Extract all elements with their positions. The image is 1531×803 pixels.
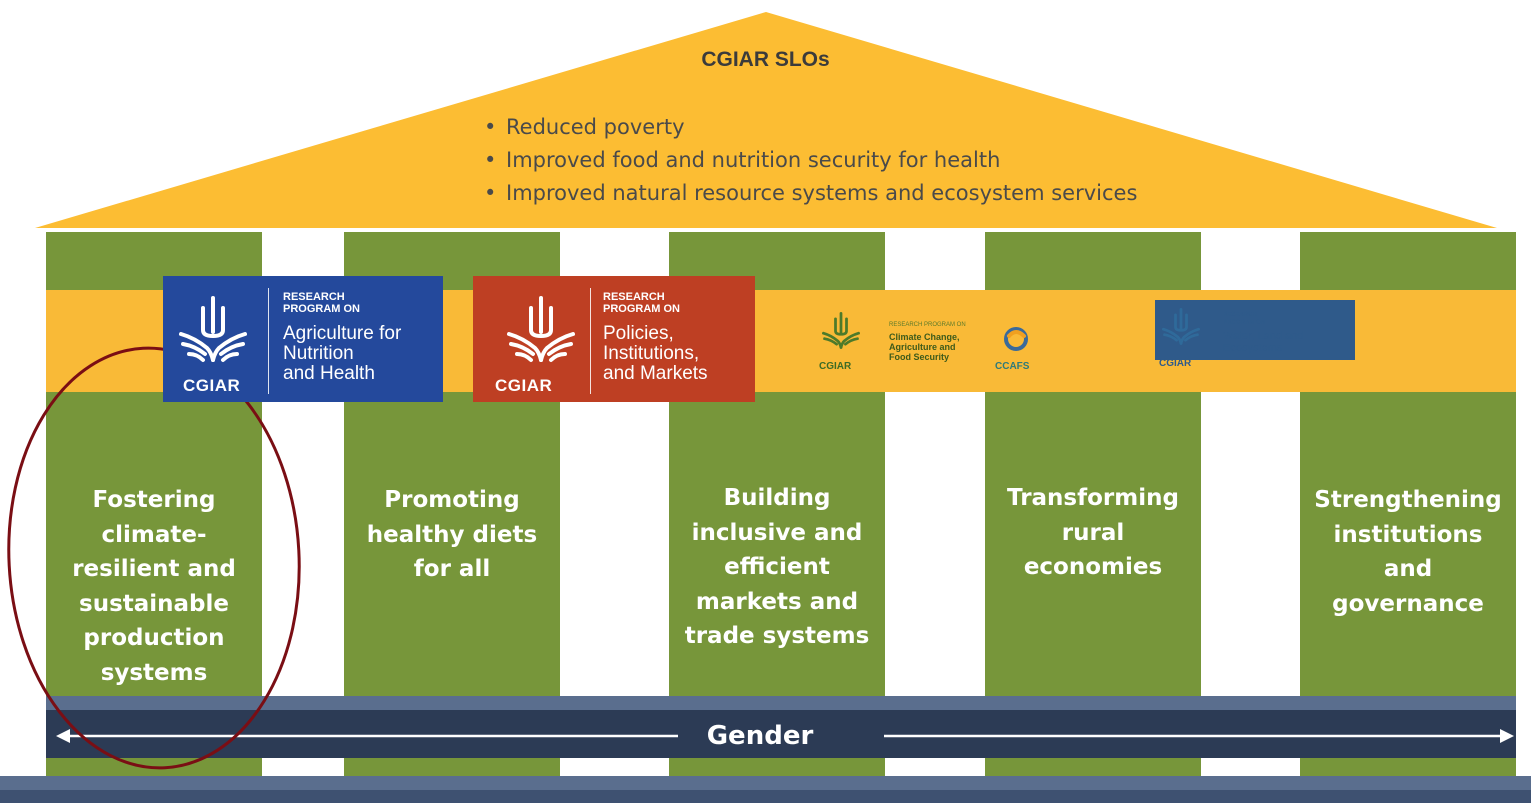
program-name-line: Agriculture for [283, 323, 402, 344]
research-text: RESEARCH [1223, 312, 1257, 318]
ccafs-acronym: CCAFS [995, 361, 1030, 372]
pillar-label-line: production [83, 625, 225, 651]
wheat-emblem-icon [507, 296, 575, 362]
pillar-label-line: resilient and [72, 556, 236, 582]
gender-bar [46, 710, 1516, 758]
slo-item: Reduced poverty [480, 111, 1137, 144]
program-name-line: Institutions, [603, 343, 700, 364]
wheat-emblem-icon [1162, 308, 1200, 345]
pillar-label-line: and [1383, 556, 1433, 582]
roof-title: CGIAR SLOs [701, 48, 830, 71]
pillar-label-1: Fostering climate- resilient and sustain… [40, 483, 268, 690]
program-name-line: Nutrition [283, 343, 354, 364]
ccafs-logo: CGIAR RESEARCH PROGRAM ON Climate Change… [815, 306, 1045, 378]
logo-divider [268, 288, 269, 394]
gender-arrowhead-right [1500, 729, 1514, 743]
gender-arrowhead-left [56, 729, 70, 743]
wle-logo: CGIAR RESEARCH PROGRAM ON Water, Land an… [1155, 300, 1355, 372]
a4nh-logo: CGIAR RESEARCH PROGRAM ON Agriculture fo… [163, 276, 443, 402]
highlight-ellipse [7, 346, 301, 770]
pillar-label-line: markets and [695, 588, 859, 615]
pillar-label-line: for all [413, 556, 491, 582]
program-name-line: Agriculture and [889, 342, 956, 352]
logo-divider [590, 288, 591, 394]
pillar-label-line: institutions [1333, 521, 1483, 548]
pillar-label-line: efficient [724, 554, 830, 580]
program-name-line: Water, Land and [1223, 330, 1304, 342]
pillar-label-line: Promoting [384, 487, 520, 513]
program-name-line: and Health [283, 363, 375, 384]
pim-logo: CGIAR RESEARCH PROGRAM ON Policies, Inst… [473, 276, 755, 402]
program-on-text: PROGRAM ON [603, 303, 680, 315]
cgiar-wordmark: CGIAR [819, 361, 852, 372]
pillar-label-line: Building [723, 485, 831, 511]
research-text: RESEARCH [603, 291, 665, 303]
program-on-text: RESEARCH PROGRAM ON [889, 322, 966, 328]
pillar-label-line: systems [100, 659, 208, 686]
cgiar-wordmark: CGIAR [1159, 358, 1192, 369]
program-name-line: Ecosystems [1223, 342, 1283, 354]
pillar-label-line: governance [1332, 590, 1484, 617]
pillar-label-line: trade systems [684, 623, 870, 649]
program-on-text: PROGRAM ON [283, 303, 360, 315]
plinth-bottom-shade [0, 790, 1531, 803]
wheat-emblem-icon [179, 296, 247, 362]
pillar-label-line: Fostering [92, 487, 216, 513]
pillar-label-2: Promoting healthy diets for all [338, 483, 566, 587]
pillar-label-5: Strengthening institutions and governanc… [1294, 483, 1522, 621]
pillar-label-3: Building inclusive and efficient markets… [663, 481, 891, 654]
pillar-label-line: sustainable [79, 590, 229, 617]
pillar-label-line: Strengthening [1314, 487, 1502, 513]
program-name-line: Food Security [889, 352, 950, 362]
program-on-text: PROGRAM ON [1223, 320, 1265, 326]
wheat-emblem-icon [822, 312, 860, 349]
ccafs-swirl-icon [1004, 327, 1028, 351]
slo-list: Reduced poverty Improved food and nutrit… [480, 111, 1137, 210]
program-name-line: and Markets [603, 363, 708, 384]
pillar-label-line: climate- [101, 521, 207, 548]
program-name-line: Policies, [603, 323, 674, 344]
plinth-top-edge [46, 696, 1516, 712]
gender-label: Gender [706, 721, 814, 751]
slo-item: Improved natural resource systems and ec… [480, 177, 1137, 210]
pillar-label-line: Transforming [1007, 485, 1179, 511]
logo-divider [1155, 300, 1355, 360]
pillar-label-line: inclusive and [691, 519, 863, 546]
pillar-label-line: rural [1061, 519, 1125, 546]
program-name-line: Climate Change, [889, 332, 960, 342]
research-text: RESEARCH [283, 291, 345, 303]
cgiar-wordmark: CGIAR [183, 376, 241, 395]
pillar-label-line: healthy diets [366, 521, 538, 548]
pillar-label-line: economies [1023, 554, 1163, 580]
slo-item: Improved food and nutrition security for… [480, 144, 1137, 177]
pillar-label-4: Transforming rural economies [979, 481, 1207, 585]
cgiar-wordmark: CGIAR [495, 376, 553, 395]
